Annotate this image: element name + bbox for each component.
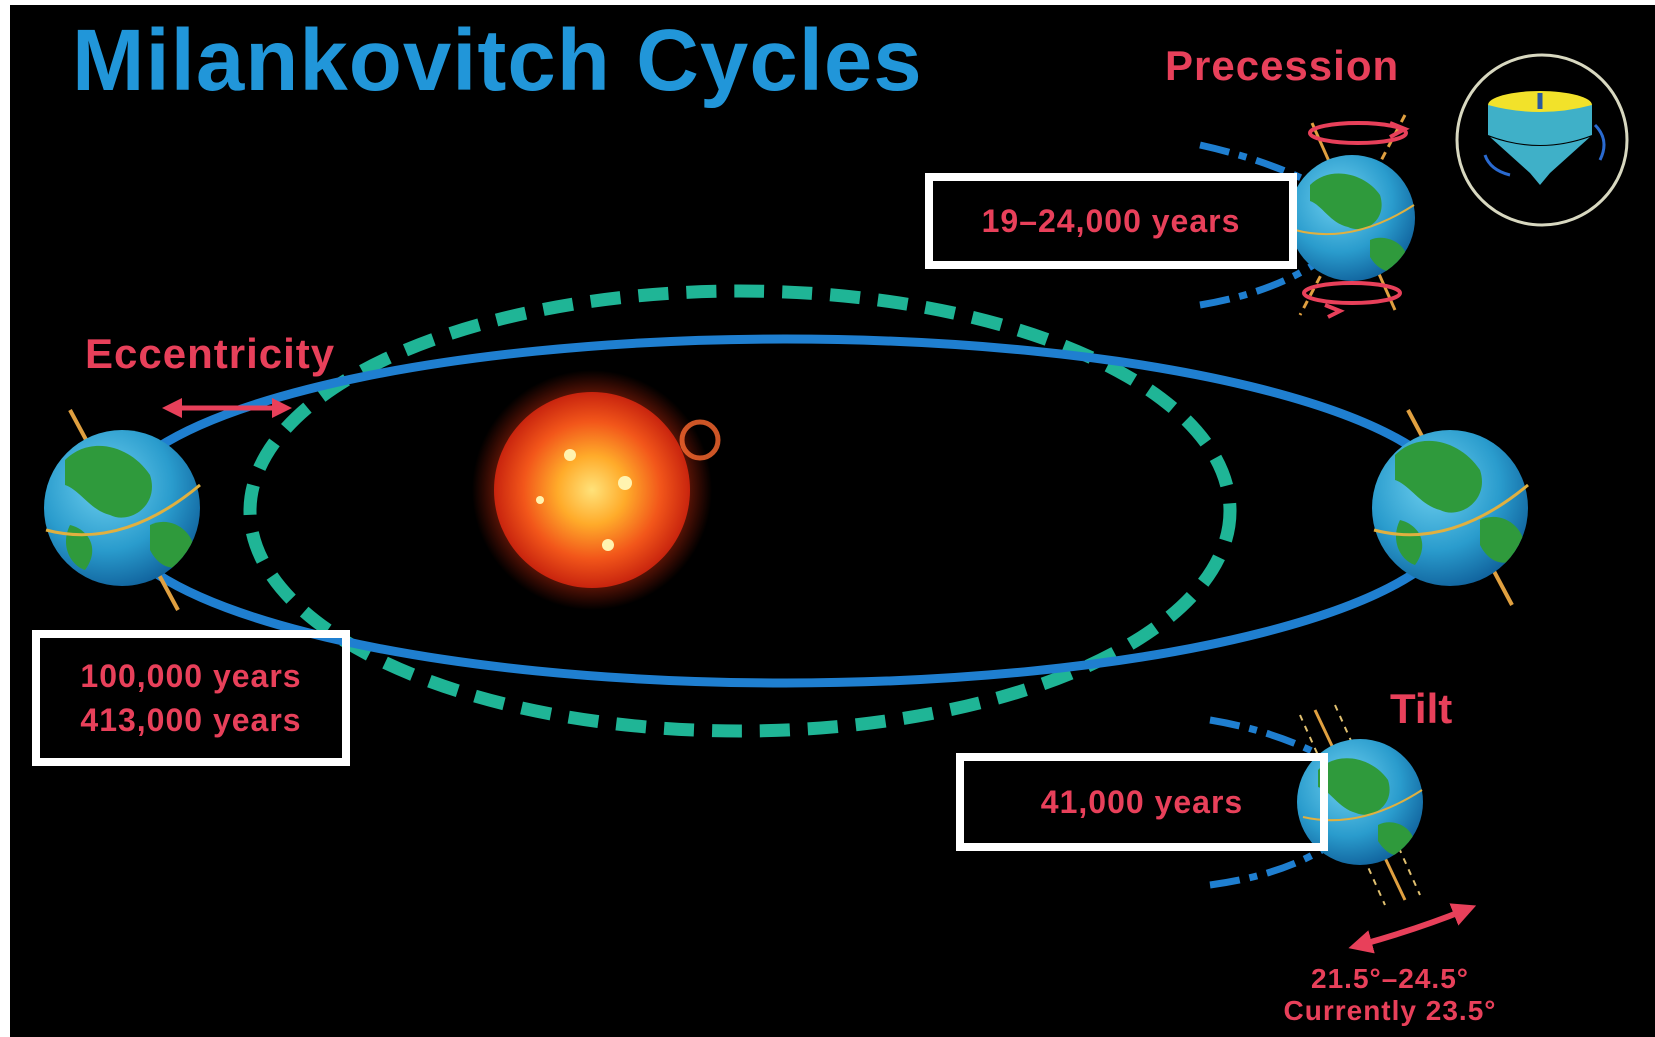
tilt-inset	[1209, 704, 1477, 954]
tilt-period-text: 41,000 years	[1040, 784, 1244, 820]
precession-label: Precession	[1165, 42, 1400, 89]
sun-icon	[472, 370, 721, 610]
tilt-range-text: 21.5°–24.5°	[1311, 963, 1469, 994]
diagram-panel: Milankovitch Cycles Precession Eccentric…	[10, 5, 1655, 1037]
page-title: Milankovitch Cycles	[72, 12, 923, 109]
precession-period-text: 19–24,000 years	[981, 203, 1241, 239]
spinning-top-icon	[1455, 53, 1629, 227]
tilt-label: Tilt	[1390, 685, 1453, 732]
circular-orbit-path	[243, 284, 1237, 738]
precession-inset	[1199, 114, 1415, 319]
earth-icon-aphelion	[1372, 409, 1529, 606]
double-arrow-icon-tilt	[1348, 903, 1477, 954]
tilt-current-text: Currently 23.5°	[1283, 995, 1497, 1026]
earth-icon-eccentricity	[44, 409, 201, 611]
diagram-graphics	[44, 53, 1629, 954]
tilt-period-box: 41,000 years	[956, 753, 1328, 851]
eccentricity-period-long: 413,000 years	[80, 702, 302, 738]
eccentricity-period-box: 100,000 years 413,000 years	[32, 630, 350, 766]
eccentricity-period-short: 100,000 years	[80, 658, 302, 694]
precession-period-box: 19–24,000 years	[925, 173, 1297, 269]
eccentricity-label: Eccentricity	[85, 330, 336, 377]
tilt-range-caption: 21.5°–24.5° Currently 23.5°	[1240, 963, 1540, 1027]
